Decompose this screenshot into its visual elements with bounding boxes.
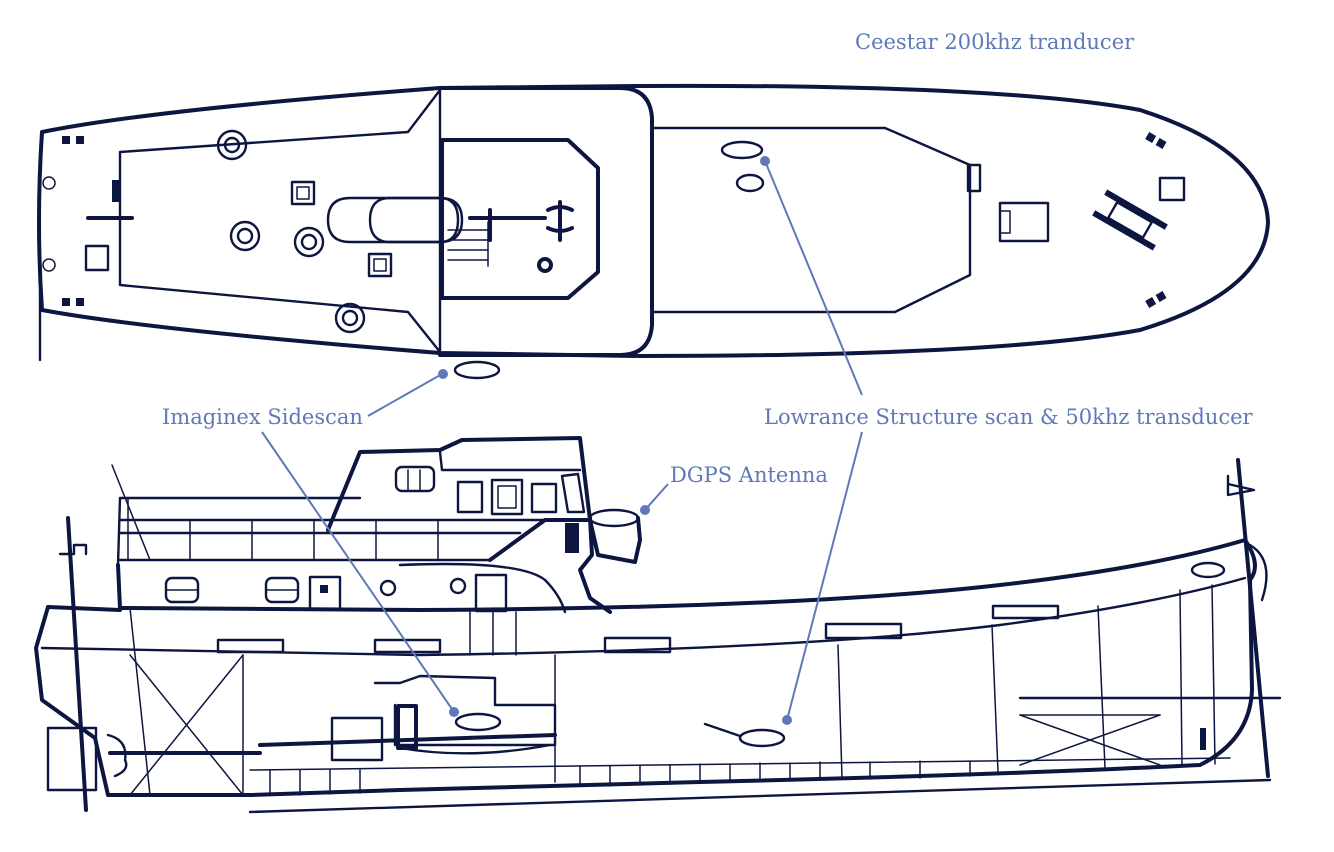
imaginex-label: Imaginex Sidescan: [162, 405, 363, 429]
dgps-antenna: [588, 508, 640, 528]
lowrance-label: Lowrance Structure scan & 50khz transduc…: [764, 405, 1254, 429]
annotations: Ceestar 200khz tranducer Imaginex Sidesc…: [162, 30, 1254, 725]
plan-view: [37, 83, 1270, 380]
sidescan-plan: [453, 360, 501, 380]
dgps-label: DGPS Antenna: [670, 463, 828, 487]
ceestar-label: Ceestar 200khz tranducer: [855, 30, 1135, 54]
aft-deck-plate: [118, 88, 442, 354]
lowrance-transducer-profile: [738, 728, 786, 748]
foredeck-plate: [650, 126, 972, 314]
upper-hull-sheer: [116, 538, 1257, 612]
sidescan-profile: [454, 712, 502, 732]
wheelhouse-inner: [440, 138, 600, 300]
wheelhouse-plan: [438, 86, 654, 357]
wheelhouse-profile: [326, 436, 592, 532]
profile-view: [34, 436, 1282, 814]
plan-hull-outline: [37, 83, 1270, 358]
ceestar-transducer-plan: [735, 173, 765, 193]
lowrance-transducer-plan: [720, 140, 764, 160]
main-hull-profile: [34, 578, 1254, 797]
